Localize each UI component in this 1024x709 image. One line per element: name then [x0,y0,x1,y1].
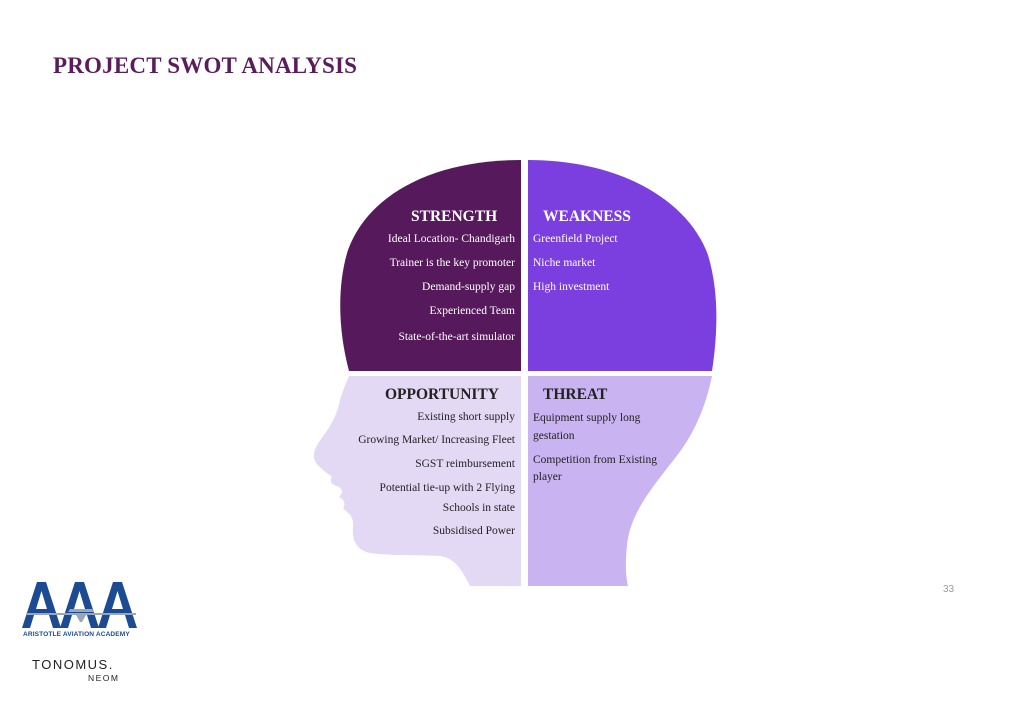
weakness-quadrant [528,160,717,371]
strength-title: STRENGTH [411,208,498,225]
aristotle-aviation-academy-logo [22,582,137,628]
strength-item: Trainer is the key promoter [389,257,515,269]
threat-item: gestation [533,430,575,442]
opportunity-item: Existing short supply [417,411,515,423]
threat-item: Competition from Existing [533,454,657,466]
airplane-icon [26,609,136,622]
weakness-title: WEAKNESS [543,208,631,225]
strength-item: Experienced Team [429,305,515,317]
strength-item: Demand-supply gap [422,281,515,293]
weakness-item: Niche market [533,257,596,269]
opportunity-item: Growing Market/ Increasing Fleet [358,434,515,446]
opportunity-item: SGST reimbursement [415,458,515,470]
opportunity-quadrant [313,376,521,586]
logo-caption: ARISTOTLE AVIATION ACADEMY [23,631,130,638]
opportunity-item: Subsidised Power [432,525,515,537]
neom-logo: NEOM [88,673,120,683]
strength-item: State-of-the-art simulator [398,331,515,343]
opportunity-title: OPPORTUNITY [385,386,499,403]
tonomus-logo: TONOMUS. [32,657,114,672]
page-number: 33 [943,584,955,595]
weakness-item: Greenfield Project [533,233,618,245]
opportunity-item: Schools in state [442,502,515,514]
strength-quadrant [340,160,521,371]
page-title: PROJECT SWOT ANALYSIS [53,53,358,78]
weakness-item: High investment [533,281,610,293]
threat-title: THREAT [543,386,608,403]
threat-item: Equipment supply long [533,412,641,424]
threat-item: player [533,471,562,483]
strength-item: Ideal Location- Chandigarh [387,233,515,245]
threat-quadrant [528,376,712,586]
opportunity-item: Potential tie-up with 2 Flying [379,482,515,494]
